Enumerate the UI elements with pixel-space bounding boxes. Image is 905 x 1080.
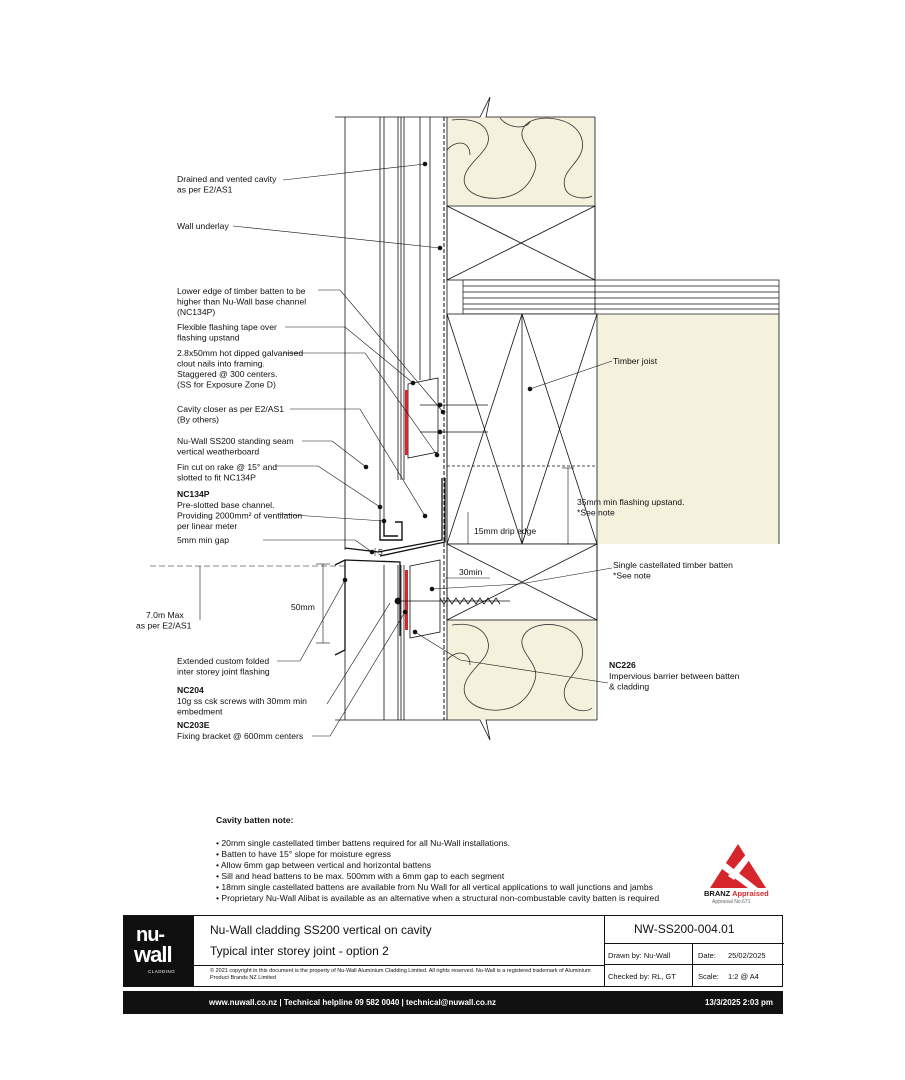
note-heading: Cavity batten note:: [216, 815, 294, 825]
bottom-plate: [446, 543, 598, 621]
label-wall-underlay: Wall underlay: [177, 221, 229, 231]
label-nc134p: Pre-slotted base channel.Providing 2000m…: [177, 500, 302, 531]
note-item: Batten to have 15° slope for moisture eg…: [216, 849, 736, 860]
label-castellated-batten: Single castellated timber batten*See not…: [613, 560, 733, 581]
branz-logo-icon: [710, 844, 766, 888]
cavity-batten-note: Cavity batten note: 20mm single castella…: [216, 815, 736, 904]
upper-batten: [405, 377, 439, 459]
logo-cladding: CLADDING: [148, 969, 176, 974]
note-item: Proprietary Nu-Wall Alibat is available …: [216, 893, 736, 904]
label-nc134p-code: NC134P: [177, 489, 210, 499]
branz-word: BRANZ: [704, 889, 731, 898]
insulation-bottom: [447, 620, 595, 720]
title-block: nu- wall CLADDING Nu-Wall cladding SS200…: [123, 915, 784, 987]
insulation-top: [447, 117, 595, 205]
branz-appraised: BRANZ Appraised: [704, 889, 769, 898]
note-list: 20mm single castellated timber battens r…: [216, 838, 736, 904]
label-timber-joist: Timber joist: [613, 356, 658, 366]
branz-appraisal-no: Appraisal No.671: [712, 899, 751, 905]
dimensions: [150, 467, 574, 644]
drawing-code: NW-SS200-004.01: [634, 922, 735, 936]
label-cavity-closer: Cavity closer as per E2/AS1(By others): [177, 404, 284, 425]
footer-bar: www.nuwall.co.nz | Technical helpline 09…: [123, 991, 783, 1014]
label-drip-edge: 15mm drip edge: [474, 526, 536, 536]
footer-contact: www.nuwall.co.nz | Technical helpline 09…: [209, 998, 497, 1007]
clout-nails: [420, 402, 488, 435]
drawn-by: Drawn by: Nu-Wall: [608, 951, 671, 960]
drawing-subtitle: Typical inter storey joint - option 2: [210, 944, 389, 958]
label-dim-50: 50mm: [291, 602, 315, 612]
label-dim-5: 5: [378, 547, 383, 557]
leader-lines: [232, 161, 613, 737]
copyright-text: © 2021 copyright in this document is the…: [210, 968, 591, 981]
floor-decking: [462, 279, 780, 315]
drawing-title: Nu-Wall cladding SS200 vertical on cavit…: [210, 923, 432, 937]
cladding-upper: [344, 117, 431, 550]
cladding-lower: [344, 565, 405, 720]
label-min-gap: 5mm min gap: [177, 535, 229, 545]
base-channel: [379, 520, 403, 541]
label-nc203e: Fixing bracket @ 600mm centers: [177, 731, 303, 741]
date-value: 25/02/2025: [728, 951, 766, 960]
date-label: Date:: [698, 951, 716, 960]
top-plate: [446, 205, 596, 281]
label-nc203e-code: NC203E: [177, 720, 210, 730]
scale-label: Scale:: [698, 972, 719, 981]
nuwall-logo: nu- wall CLADDING: [124, 916, 194, 986]
note-item: Allow 6mm gap between vertical and horiz…: [216, 860, 736, 871]
checked-by: Checked by: RL, GT: [608, 972, 676, 981]
logo-nu: nu-: [136, 924, 165, 946]
label-nc226: Impervious barrier between batten& cladd…: [609, 671, 740, 692]
label-nc204-code: NC204: [177, 685, 204, 695]
label-upstand: 35mm min flashing upstand.*See note: [577, 497, 684, 518]
nc204-screw: [394, 597, 510, 605]
logo-wall: wall: [134, 942, 173, 967]
timber-joist: [446, 313, 598, 545]
note-item: 20mm single castellated timber battens r…: [216, 838, 736, 849]
note-item: Sill and head battens to be max. 500mm w…: [216, 871, 736, 882]
lower-batten: [405, 559, 441, 639]
appraised-word: Appraised: [732, 889, 769, 898]
label-nc226-code: NC226: [609, 660, 636, 670]
scale-value: 1:2 @ A4: [728, 972, 759, 981]
framing-outline: [335, 96, 780, 741]
footer-timestamp: 13/3/2025 2:03 pm: [704, 998, 773, 1007]
label-dim-30: 30min: [459, 567, 483, 577]
note-item: 18mm single castellated battens are avai…: [216, 882, 736, 893]
